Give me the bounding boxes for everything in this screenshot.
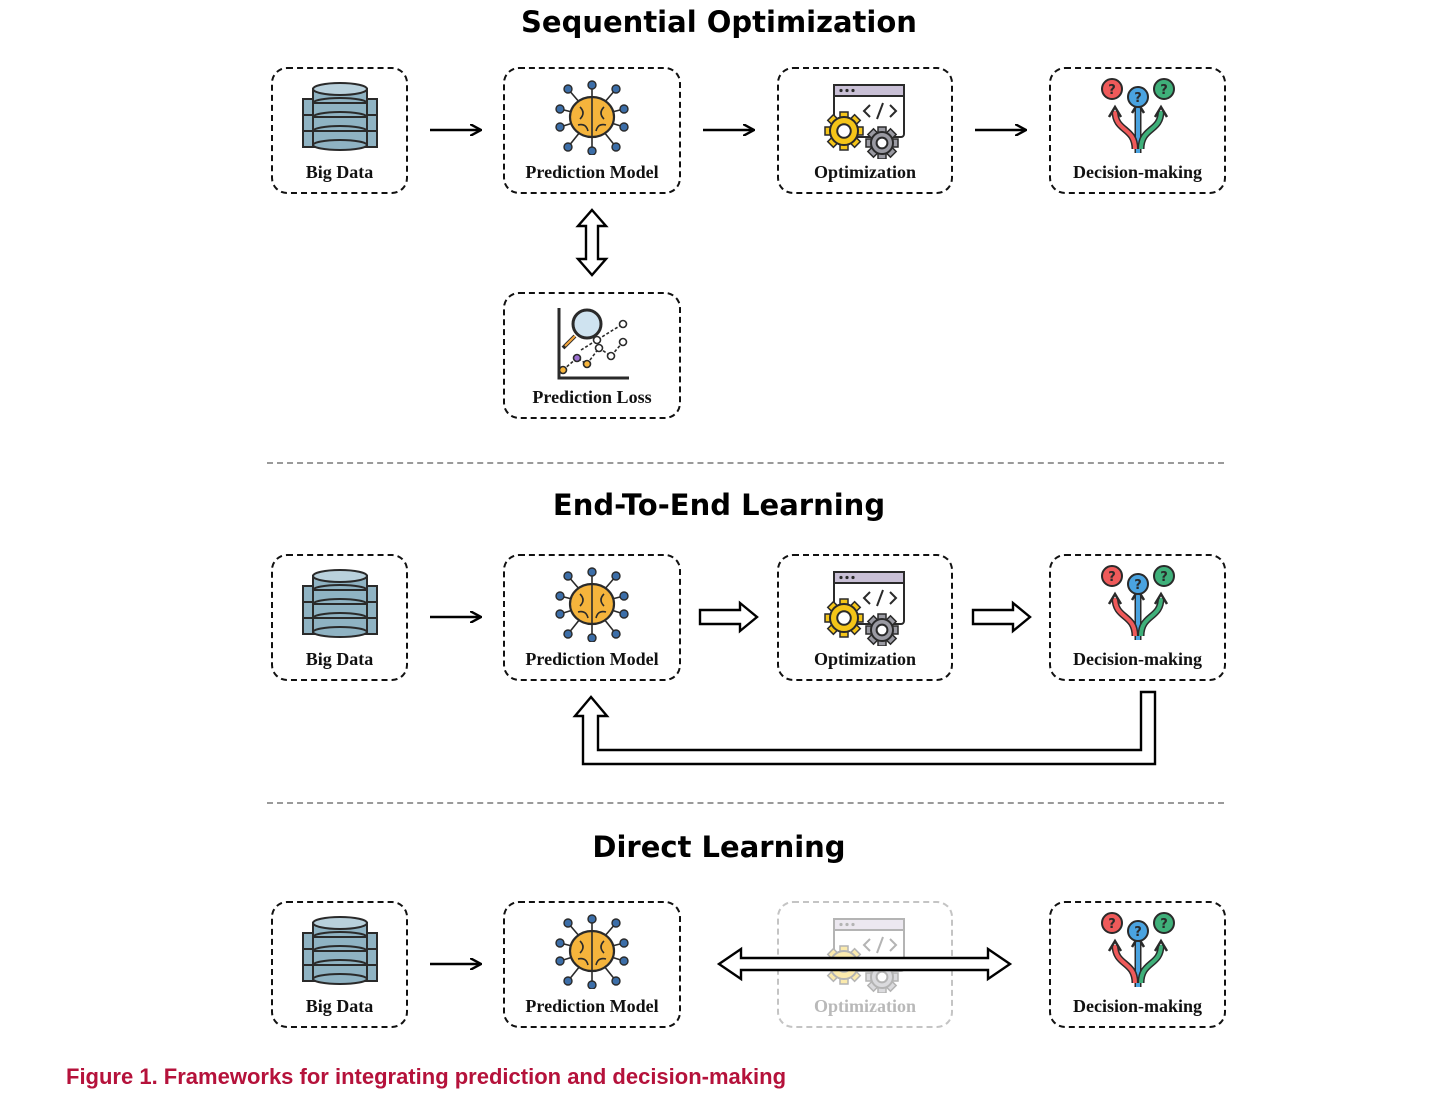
big-data-box: Big Data (271, 67, 408, 194)
double-arrow-horizontal (716, 946, 1013, 982)
section-title-direct: Direct Learning (592, 830, 846, 864)
box-label: Big Data (305, 649, 374, 669)
box-label: Big Data (305, 162, 374, 182)
section-title-sequential: Sequential Optimization (521, 5, 917, 39)
svg-text:?: ? (1160, 570, 1168, 585)
svg-text:?: ? (1108, 917, 1116, 932)
box-label: Optimization (814, 996, 916, 1016)
code-gears-icon (824, 84, 905, 159)
box-label: Big Data (305, 996, 374, 1016)
database-icon (301, 82, 378, 151)
svg-text:?: ? (1160, 83, 1168, 98)
box-label: Optimization (814, 649, 916, 669)
svg-text:?: ? (1160, 917, 1168, 932)
prediction-model-box: Prediction Model (503, 901, 681, 1028)
big-data-box: Big Data (271, 554, 408, 681)
svg-text:?: ? (1108, 83, 1116, 98)
svg-text:?: ? (1134, 578, 1142, 593)
decision-making-box: ??? Decision-making (1049, 67, 1226, 194)
brain-circuit-icon (555, 567, 629, 642)
decision-making-box: ??? Decision-making (1049, 901, 1226, 1028)
box-label: Decision-making (1072, 162, 1202, 182)
svg-text:?: ? (1108, 570, 1116, 585)
box-label: Optimization (814, 162, 916, 182)
decision-arrows-icon: ??? (1100, 565, 1175, 640)
hollow-arrow-right (698, 600, 759, 634)
box-label: Prediction Model (525, 996, 659, 1016)
box-label: Prediction Loss (532, 387, 652, 407)
big-data-box: Big Data (271, 901, 408, 1028)
figure-caption: Figure 1. Frameworks for integrating pre… (66, 1064, 787, 1089)
feedback-loop-arrow (572, 690, 1157, 766)
brain-circuit-icon (555, 80, 629, 155)
section-separator (267, 802, 1224, 804)
prediction-loss-box: Prediction Loss (503, 292, 681, 419)
section-separator (267, 462, 1224, 464)
prediction-model-box: Prediction Model (503, 67, 681, 194)
svg-text:?: ? (1134, 925, 1142, 940)
double-arrow-vertical (575, 208, 609, 277)
decision-arrows-icon: ??? (1100, 78, 1175, 153)
box-label: Prediction Model (525, 649, 659, 669)
database-icon (301, 916, 378, 985)
section-title-end-to-end: End-To-End Learning (552, 488, 886, 522)
magnifier-chart-icon (557, 308, 629, 380)
svg-text:?: ? (1134, 91, 1142, 106)
prediction-model-box: Prediction Model (503, 554, 681, 681)
hollow-arrow-right (971, 600, 1032, 634)
optimization-box: Optimization (777, 554, 953, 681)
box-label: Decision-making (1072, 649, 1202, 669)
code-gears-icon (824, 571, 905, 646)
box-label: Prediction Model (525, 162, 659, 182)
box-label: Decision-making (1072, 996, 1202, 1016)
decision-arrows-icon: ??? (1100, 912, 1175, 987)
database-icon (301, 569, 378, 638)
decision-making-box: ??? Decision-making (1049, 554, 1226, 681)
optimization-box: Optimization (777, 67, 953, 194)
brain-circuit-icon (555, 914, 629, 989)
